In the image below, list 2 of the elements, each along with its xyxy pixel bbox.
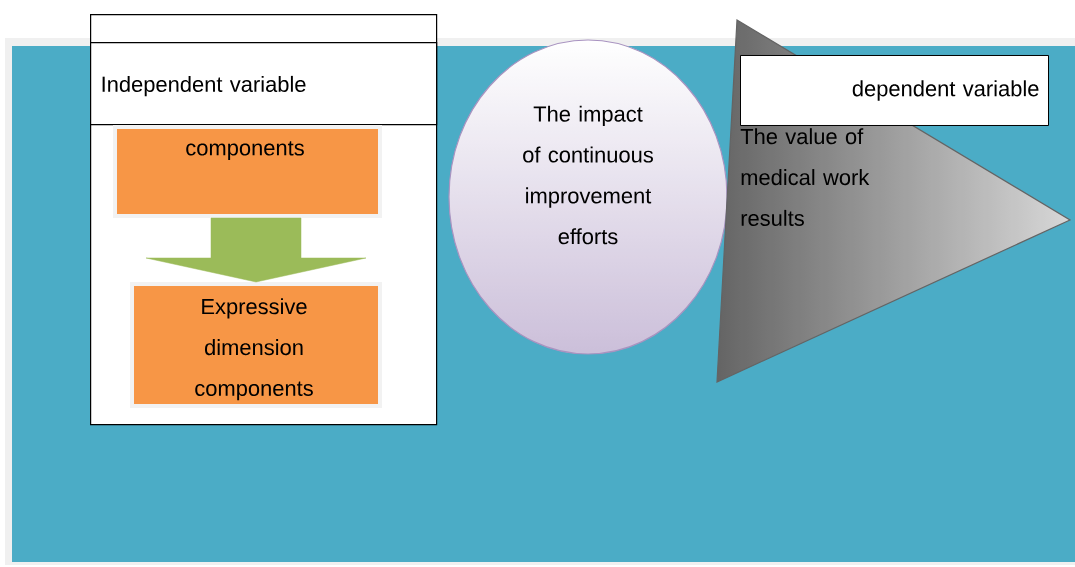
process-box: components xyxy=(113,125,382,218)
process-box: Expressive dimension components xyxy=(130,282,382,408)
